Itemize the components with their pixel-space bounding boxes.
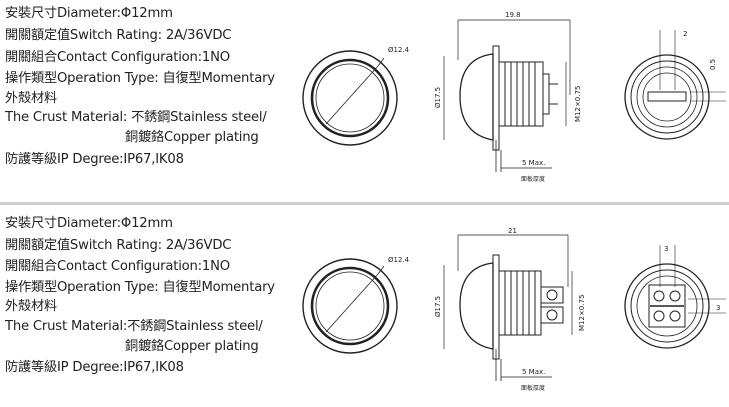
spec-rating: 開關額定值Switch Rating: 2A/36VDC bbox=[5, 28, 232, 43]
spec-contact: 開關組合Contact Configuration:1NO bbox=[5, 50, 230, 65]
spec-operation: 操作類型Operation Type: 自復型Momentary bbox=[5, 280, 275, 295]
bottom-front-dia-label: Ø12.4 bbox=[388, 256, 410, 264]
spec-material-heading: 外殼材料 bbox=[5, 91, 57, 106]
top-rear-view bbox=[624, 30, 726, 140]
bottom-thread-label: M12×0.75 bbox=[578, 295, 586, 331]
section-divider bbox=[0, 202, 729, 205]
bottom-pin-w-label: 3 bbox=[664, 245, 668, 253]
spec-ip: 防護等級IP Degree:IP67,IK08 bbox=[5, 360, 184, 375]
spec-material: The Crust Material: 不銹鋼Stainless steel/ bbox=[5, 110, 267, 125]
spec-material-plating: 銅鍍鉻Copper plating bbox=[125, 130, 259, 145]
spec-material-heading: 外殼材料 bbox=[5, 299, 57, 314]
top-side-view bbox=[443, 19, 571, 172]
bottom-front-view bbox=[302, 258, 398, 354]
top-front-dia-label: Ø12.4 bbox=[388, 46, 410, 54]
spec-diameter: 安裝尺寸Diameter:Φ12mm bbox=[5, 216, 173, 231]
spec-ip: 防護等級IP Degree:IP67,IK08 bbox=[5, 152, 184, 167]
bottom-max-label: 5 Max. bbox=[522, 368, 545, 376]
bottom-panel: 安裝尺寸Diameter:Φ12mm 開關額定值Switch Rating: 2… bbox=[0, 207, 729, 407]
top-pin-w-label: 2 bbox=[683, 30, 687, 38]
top-pin-h-label: 0.5 bbox=[709, 59, 717, 70]
bottom-pin-h-label: 3 bbox=[716, 304, 720, 312]
top-max-label: 5 Max. bbox=[522, 159, 545, 167]
bottom-side-view bbox=[443, 234, 573, 381]
top-drawing: Ø12.4 19.8 Ø17.5 M12×0.75 5 Max. 面板厚度 bbox=[302, 11, 726, 183]
top-front-view bbox=[302, 50, 398, 146]
top-thread-label: M12×0.75 bbox=[574, 86, 582, 122]
spec-material-plating: 銅鍍鉻Copper plating bbox=[125, 339, 259, 354]
bottom-panel-label: 面板厚度 bbox=[521, 384, 545, 392]
bottom-height-label: Ø17.5 bbox=[434, 296, 442, 317]
spec-contact: 開關組合Contact Configuration:1NO bbox=[5, 259, 230, 274]
spec-rating: 開關額定值Switch Rating: 2A/36VDC bbox=[5, 238, 232, 253]
spec-diameter: 安裝尺寸Diameter:Φ12mm bbox=[5, 6, 173, 21]
spec-operation: 操作類型Operation Type: 自復型Momentary bbox=[5, 71, 275, 86]
top-height-label: Ø17.5 bbox=[434, 87, 442, 108]
bottom-rear-view bbox=[624, 245, 726, 349]
top-panel: 安裝尺寸Diameter:Φ12mm 開關額定值Switch Rating: 2… bbox=[0, 0, 729, 200]
bottom-drawing: Ø12.4 21 Ø17.5 M12×0.75 5 Max. 面板厚度 bbox=[302, 227, 726, 392]
spec-material: The Crust Material:不銹鋼Stainless steel/ bbox=[5, 319, 263, 334]
top-panel-label: 面板厚度 bbox=[521, 175, 545, 183]
bottom-length-label: 21 bbox=[508, 227, 517, 235]
top-length-label: 19.8 bbox=[505, 11, 521, 19]
